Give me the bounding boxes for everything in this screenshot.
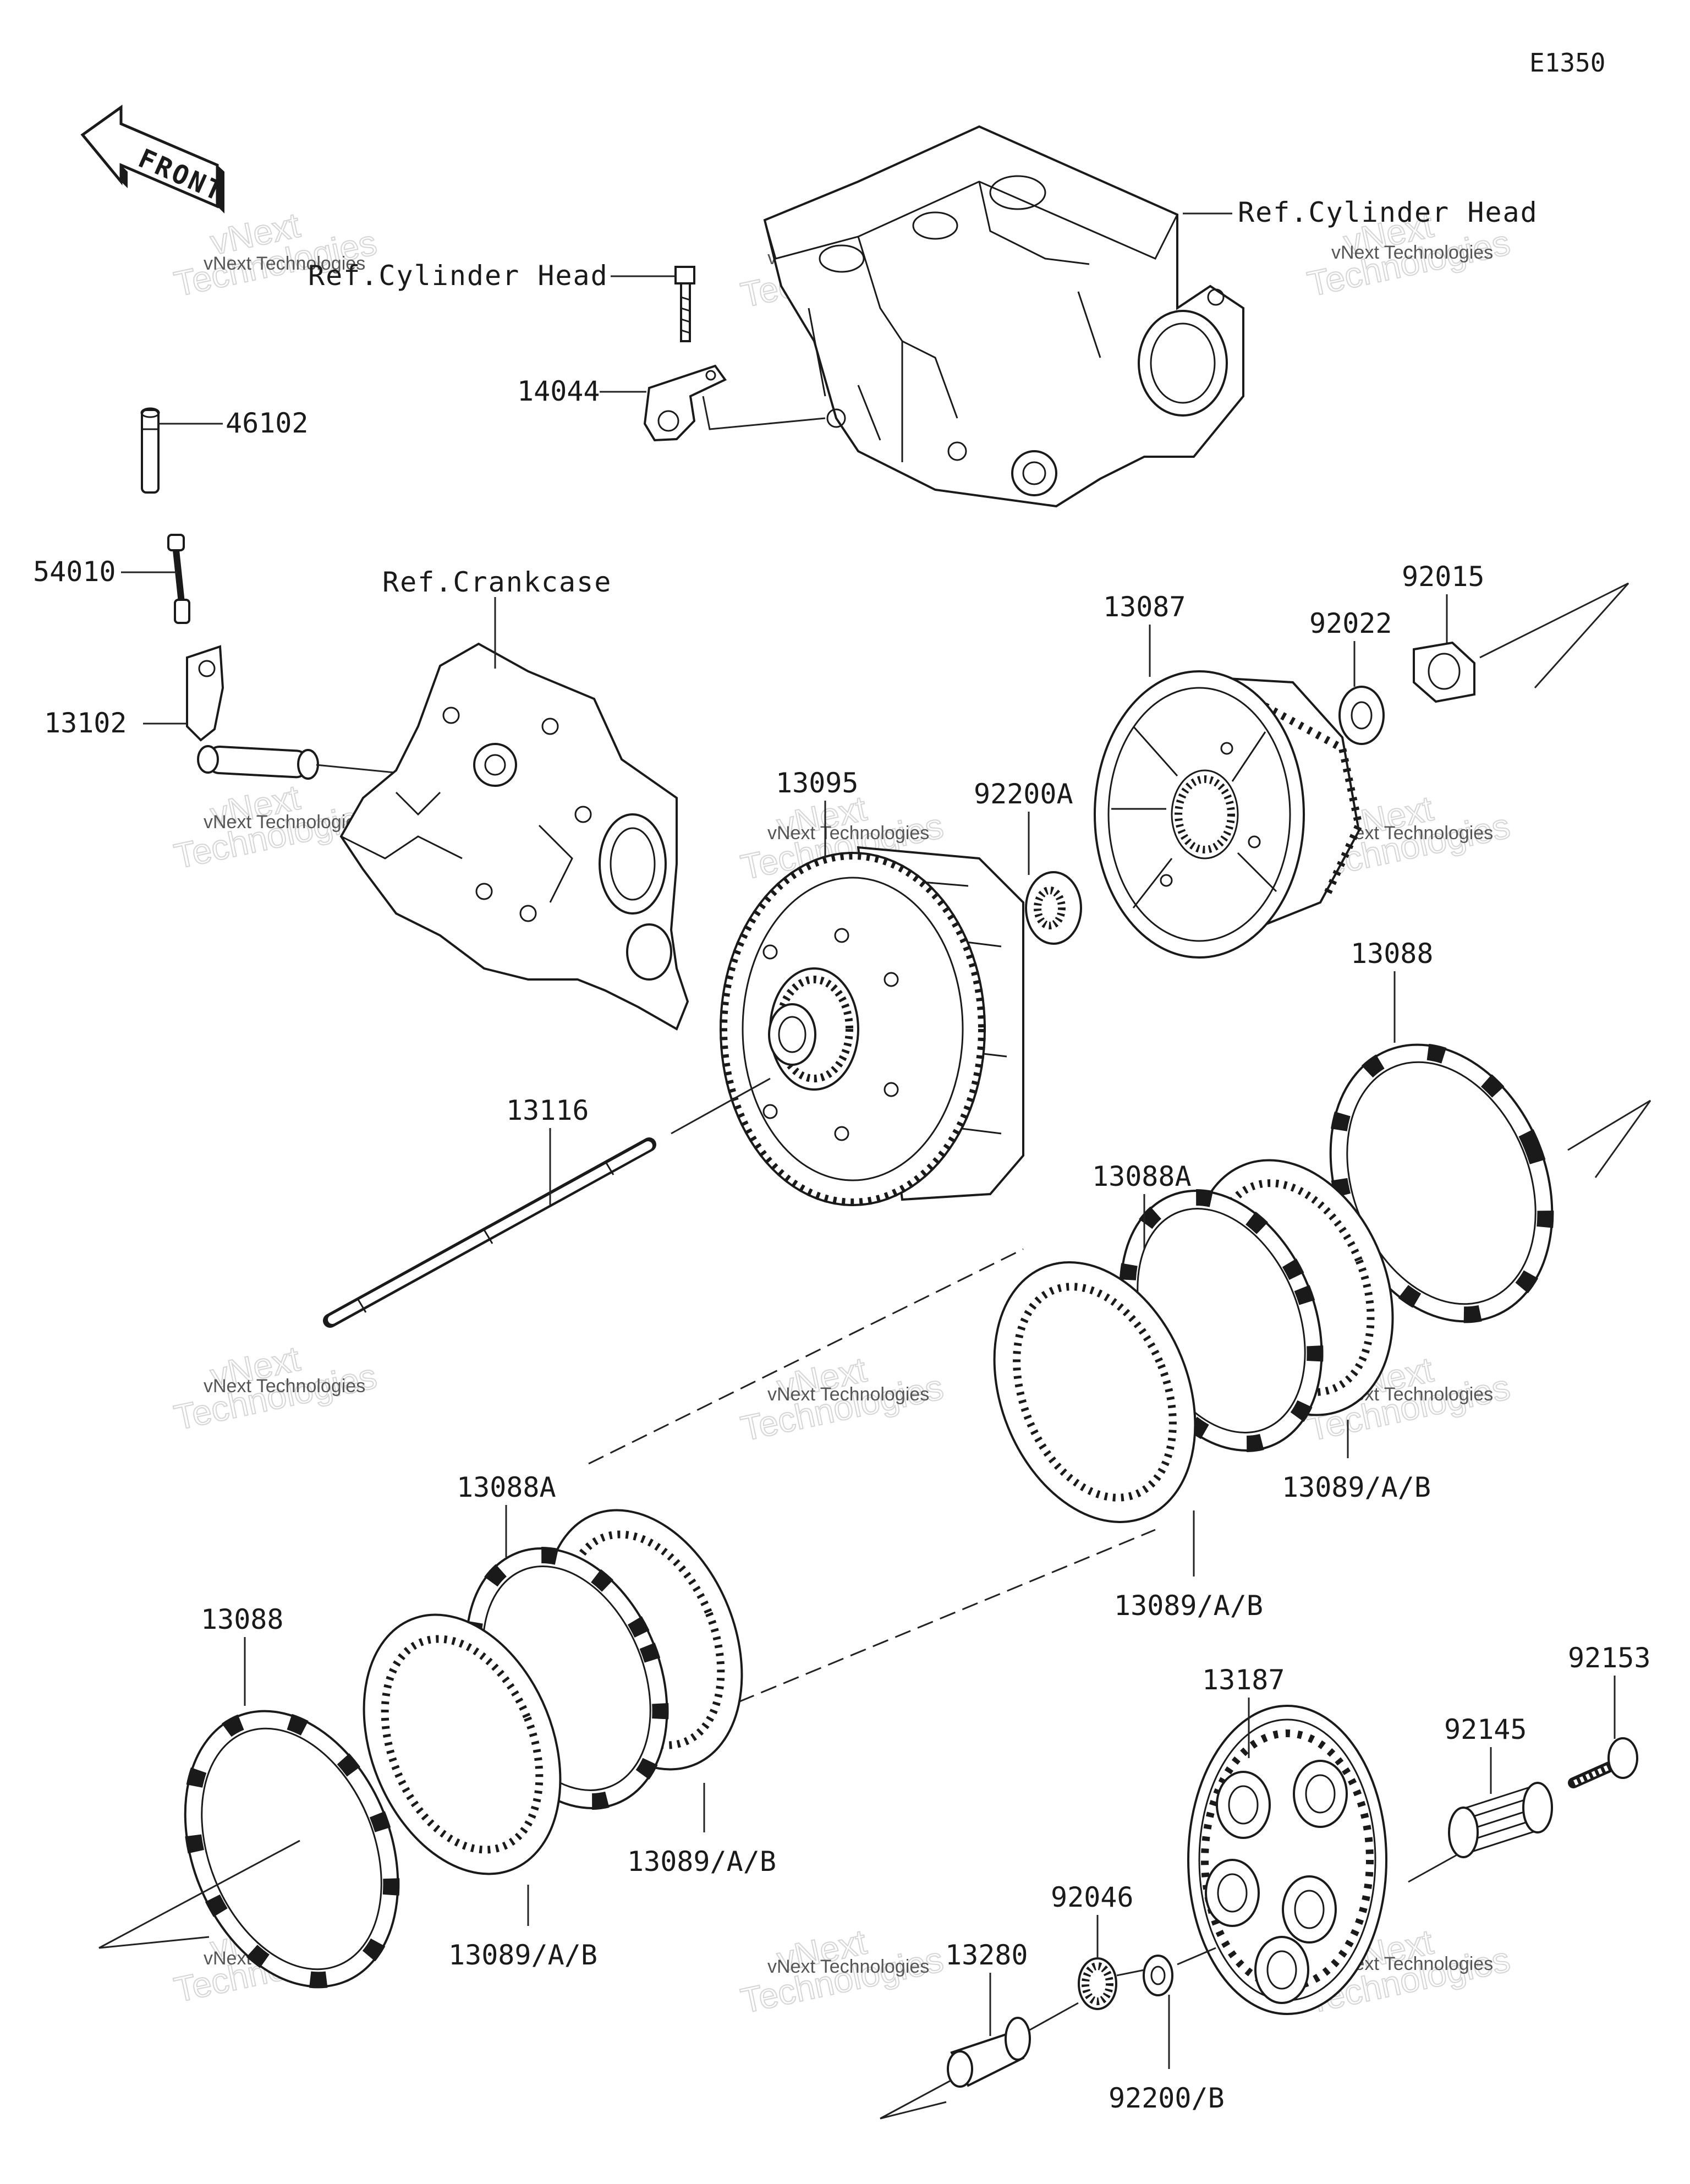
ref-crankcase: Ref.Crankcase — [382, 566, 612, 598]
watermark-1: vNext Technologies — [204, 253, 365, 274]
label-13116: 13116 — [506, 1094, 589, 1126]
ref-cylinder-head-left: Ref.Cylinder Head — [308, 260, 608, 292]
watermark-4: vNext Technologies — [204, 812, 365, 833]
label-92200b: 92200/B — [1109, 2082, 1225, 2114]
clutch-hub-13087 — [1094, 670, 1363, 959]
spring-92145 — [1448, 1782, 1553, 1858]
label-92022: 92022 — [1309, 607, 1392, 639]
label-54010: 54010 — [33, 556, 116, 588]
nut-92015 — [1413, 641, 1475, 703]
crankcase — [339, 642, 689, 1031]
bolt-icon — [674, 266, 695, 342]
diagram-code: E1350 — [1529, 48, 1605, 78]
friction-plate-13088-left — [183, 1709, 400, 1989]
washer-92200b — [1143, 1955, 1173, 1996]
clutch-housing-13095 — [720, 846, 1024, 1206]
label-46102: 46102 — [226, 407, 309, 439]
label-92145: 92145 — [1444, 1714, 1527, 1745]
bolt-92153 — [1568, 1737, 1638, 1788]
bearing-92046 — [1078, 1957, 1117, 2010]
label-13088a-left: 13088A — [457, 1471, 556, 1503]
pin-46102 — [140, 407, 160, 494]
label-13088-right: 13088 — [1351, 938, 1434, 970]
collar-92200a — [1025, 871, 1082, 945]
pusher-13280 — [947, 2017, 1031, 2088]
watermark-11: vNext Technologies — [767, 1956, 929, 1977]
watermark-3: vNext Technologies — [1331, 242, 1493, 263]
lever-13102 — [186, 645, 319, 780]
watermark-5: vNext Technologies — [767, 823, 929, 844]
label-92015: 92015 — [1402, 561, 1485, 593]
pushrod-13116 — [323, 1137, 656, 1328]
washer-92022 — [1338, 686, 1385, 745]
label-92200a: 92200A — [974, 778, 1073, 810]
steel-plate-13089-left-front — [363, 1613, 562, 1875]
label-13088-left: 13088 — [201, 1603, 284, 1635]
label-13280: 13280 — [945, 1939, 1028, 1971]
steel-plate-13089-right-front — [993, 1261, 1197, 1523]
label-13187: 13187 — [1202, 1664, 1285, 1696]
watermark-7: vNext Technologies — [204, 1376, 365, 1397]
pressure-plate-13187 — [1187, 1705, 1387, 2015]
label-92153: 92153 — [1568, 1642, 1651, 1674]
label-13087: 13087 — [1103, 591, 1186, 623]
front-arrow-icon: FRONT — [80, 105, 229, 214]
label-13102: 13102 — [44, 707, 127, 739]
bracket-14044 — [643, 364, 727, 442]
watermark-8: vNext Technologies — [767, 1384, 929, 1405]
label-13089-left-a: 13089/A/B — [448, 1939, 597, 1971]
label-13088a-right: 13088A — [1092, 1161, 1192, 1192]
ref-cylinder-head-top: Ref.Cylinder Head — [1238, 196, 1538, 228]
pin-54010 — [167, 534, 190, 624]
label-13089-left-b: 13089/A/B — [627, 1846, 776, 1878]
label-13095: 13095 — [776, 767, 859, 799]
label-13089-right-a: 13089/A/B — [1114, 1590, 1263, 1622]
label-92046: 92046 — [1051, 1881, 1134, 1913]
label-13089-right-b: 13089/A/B — [1282, 1471, 1431, 1503]
label-14044: 14044 — [517, 375, 600, 407]
cylinder-head — [763, 125, 1244, 508]
